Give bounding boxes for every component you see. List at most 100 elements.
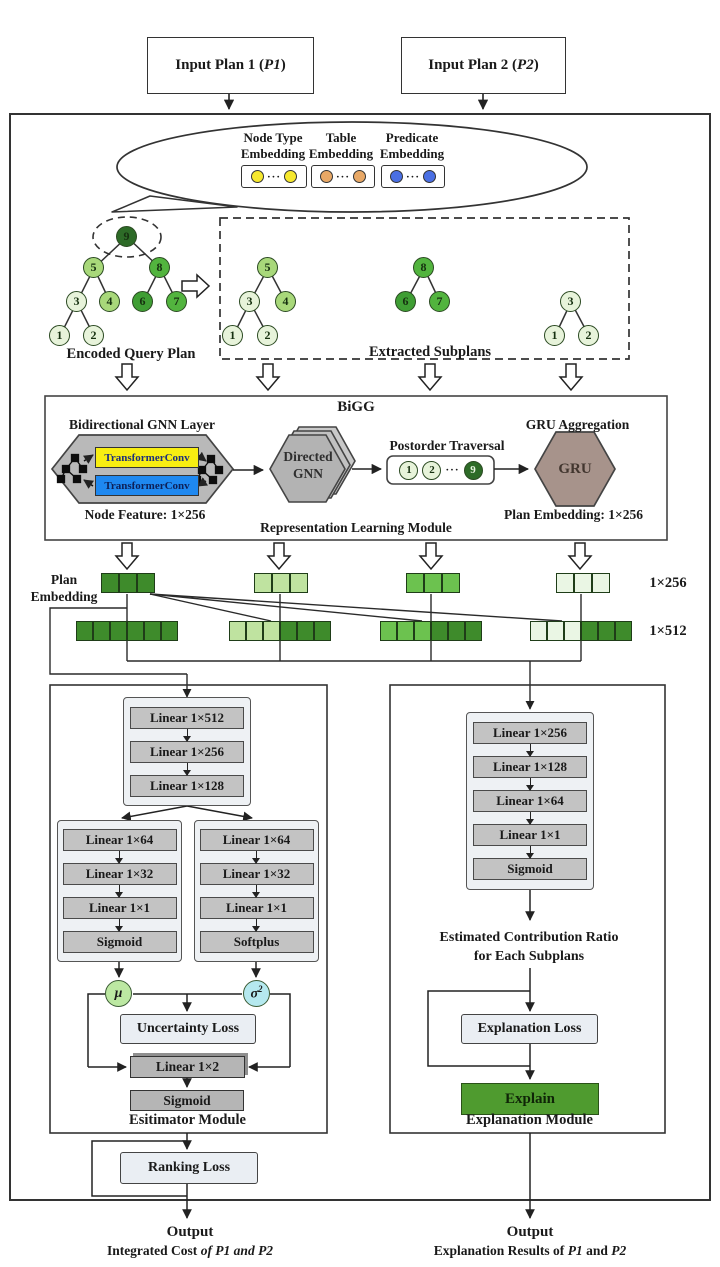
down-arrow bbox=[525, 812, 534, 825]
input-plan-1-box: Input Plan 1 (P1) bbox=[147, 37, 314, 94]
estimator-module-box bbox=[49, 684, 328, 1134]
postorder-node: 2 bbox=[422, 460, 442, 480]
bidirectional-gnn-layer-label: Bidirectional GNN Layer bbox=[69, 417, 215, 432]
bigg-title: BiGG bbox=[337, 399, 375, 415]
dim-256-label: 1×256 bbox=[649, 575, 687, 591]
linear-box: Linear 1×256 bbox=[130, 740, 244, 763]
tree-node: 2 bbox=[83, 325, 104, 346]
linear-box: Linear 1×64 bbox=[62, 829, 177, 851]
extracted-subplans-label: Extracted Subplans bbox=[368, 344, 492, 360]
linear-box: Linear 1×1 bbox=[199, 897, 314, 919]
embedding-dot-blue bbox=[423, 170, 436, 183]
output-right: Output Explanation Results of P1 and P2 bbox=[415, 1224, 645, 1259]
estimator-top-chain: Linear 1×512 Linear 1×256 Linear 1×128 bbox=[123, 697, 251, 806]
embedding-bar-256-4 bbox=[556, 573, 610, 593]
explanation-loss-box: Explanation Loss bbox=[461, 1014, 598, 1044]
linear-box: Linear 1×128 bbox=[473, 756, 587, 778]
tree-node: 1 bbox=[222, 325, 243, 346]
embedding-bar-512-4 bbox=[530, 621, 632, 641]
right-hollow-arrow bbox=[181, 273, 211, 299]
input-plan-2-label: Input Plan 2 (P2) bbox=[428, 57, 539, 73]
explanation-module-label: Explanation Module bbox=[466, 1112, 593, 1128]
embedding-bar-256-2 bbox=[254, 573, 308, 593]
tree-node: 2 bbox=[578, 325, 599, 346]
ranking-loss-box: Ranking Loss bbox=[120, 1152, 258, 1184]
tree-node: 7 bbox=[429, 291, 450, 312]
down-arrow bbox=[252, 885, 261, 898]
postorder-sequence: 1 2 ··· 9 bbox=[390, 459, 492, 481]
input-plan-1-label: Input Plan 1 (P1) bbox=[175, 57, 286, 73]
tree-node: 2 bbox=[257, 325, 278, 346]
down-arrow bbox=[525, 744, 534, 757]
tree-node: 3 bbox=[560, 291, 581, 312]
down-arrow bbox=[525, 778, 534, 791]
tree-edges bbox=[59, 236, 590, 337]
linear-box: Linear 1×512 bbox=[130, 706, 244, 729]
explanation-wiring bbox=[427, 890, 535, 1219]
linear-box: Linear 1×1 bbox=[62, 897, 177, 919]
estimator-wiring bbox=[87, 805, 291, 1219]
linear-box: Linear 1×1 bbox=[473, 824, 587, 846]
tree-node: 9 bbox=[116, 226, 137, 247]
embedding-dot-blue bbox=[389, 170, 403, 183]
ellipsis: ··· bbox=[335, 170, 350, 183]
tree-node: 6 bbox=[395, 291, 416, 312]
linear-box: Linear 1×128 bbox=[130, 774, 244, 797]
dim-512-label: 1×512 bbox=[649, 623, 687, 639]
activation-box: Sigmoid bbox=[473, 858, 587, 880]
activation-box: Softplus bbox=[199, 931, 314, 953]
embedding-dot-yellow bbox=[250, 170, 264, 183]
tree-node: 4 bbox=[99, 291, 120, 312]
down-arrow bbox=[115, 919, 124, 932]
ellipsis: ··· bbox=[405, 170, 420, 183]
node-type-embedding-chip: ··· bbox=[241, 165, 307, 188]
ellipsis: ··· bbox=[266, 170, 281, 183]
explanation-chain: Linear 1×256 Linear 1×128 Linear 1×64 Li… bbox=[466, 712, 594, 890]
encoded-query-plan-label: Encoded Query Plan bbox=[66, 346, 196, 362]
tree-node: 1 bbox=[49, 325, 70, 346]
activation-box: Sigmoid bbox=[62, 931, 177, 953]
linear-box: Linear 1×256 bbox=[473, 722, 587, 744]
output-right-title: Output bbox=[506, 1224, 554, 1240]
linear-box: Linear 1×32 bbox=[62, 863, 177, 885]
hollow-arrows bbox=[114, 273, 593, 571]
embedding-bar-256-1 bbox=[101, 573, 155, 593]
output-left-title: Output bbox=[166, 1224, 214, 1240]
embedding-bar-256-3 bbox=[406, 573, 460, 593]
directed-gnn-hexagon-stack bbox=[269, 426, 356, 503]
estimator-sigma-branch: Linear 1×64 Linear 1×32 Linear 1×1 Softp… bbox=[194, 820, 319, 962]
embedding-bar-512-2 bbox=[229, 621, 331, 641]
linear-1x2-box: Linear 1×2 bbox=[130, 1056, 245, 1078]
down-arrow bbox=[182, 762, 191, 776]
tree-node: 5 bbox=[257, 257, 278, 278]
node-feature-label: Node Feature: 1×256 bbox=[84, 507, 206, 522]
uncertainty-loss-box: Uncertainty Loss bbox=[120, 1014, 256, 1044]
subplans-dashed-box bbox=[219, 217, 630, 360]
linear-box: Linear 1×32 bbox=[199, 863, 314, 885]
down-arrow bbox=[115, 885, 124, 898]
sigmoid-final-box: Sigmoid bbox=[130, 1090, 244, 1111]
outer-frame bbox=[9, 113, 711, 1201]
gru-text: GRU bbox=[558, 461, 592, 477]
down-arrow bbox=[252, 919, 261, 932]
bigg-internal-arrows bbox=[233, 463, 530, 476]
input-arrows bbox=[223, 92, 489, 111]
linear-box: Linear 1×64 bbox=[473, 790, 587, 812]
estimator-module-label: Esitimator Module bbox=[129, 1112, 246, 1128]
gru-hexagon bbox=[534, 431, 616, 507]
down-arrow bbox=[182, 728, 191, 742]
transformerconv-box-2: TransformerConv bbox=[95, 475, 199, 496]
plan-embedding-dim-label: Plan Embedding: 1×256 bbox=[504, 507, 643, 522]
predicate-embedding-chip: ··· bbox=[381, 165, 445, 188]
tree-node: 8 bbox=[149, 257, 170, 278]
ellipsis: ··· bbox=[445, 464, 460, 476]
postorder-node: 9 bbox=[463, 460, 483, 480]
graph-icon-left bbox=[56, 453, 88, 484]
embedding-dot-orange bbox=[353, 170, 366, 183]
tree-node: 1 bbox=[544, 325, 565, 346]
postorder-traversal-label: Postorder Traversal bbox=[389, 438, 505, 453]
